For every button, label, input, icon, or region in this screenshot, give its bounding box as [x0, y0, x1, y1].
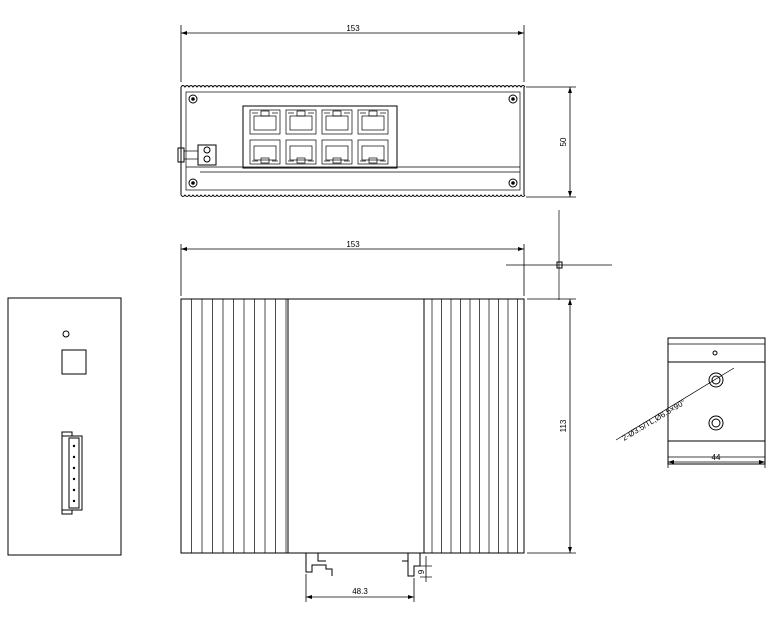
status-led — [62, 330, 70, 338]
rj45-port — [357, 109, 389, 135]
terminal-pin — [72, 466, 76, 470]
rail-width-dimension: 48.3 — [305, 574, 415, 602]
rj45-port — [285, 109, 317, 135]
front-height-label: 113 — [559, 419, 568, 432]
front-view: 153 113 9 — [180, 210, 612, 602]
hole-leader-line — [615, 367, 735, 441]
cooling-fins — [191, 299, 518, 553]
top-view: 153 — [177, 24, 576, 198]
bracket-small-hole — [712, 350, 718, 356]
din-rail-clip: 9 — [305, 553, 432, 582]
terminal-pin — [72, 499, 76, 503]
screw-top-right — [508, 94, 518, 104]
front-view-height-dimension: 113 — [527, 298, 576, 554]
terminal-pin — [72, 477, 76, 481]
front-view-body — [180, 298, 525, 554]
screw-bottom-right — [508, 178, 518, 188]
terminal-pin — [72, 455, 76, 459]
front-view-width-dimension: 153 — [180, 240, 525, 296]
din-bracket-view: 2-Ø3.5/TL,Ø6.5×90° 44 — [615, 337, 766, 468]
top-view-width-dimension: 153 — [180, 24, 525, 82]
terminal-connector — [61, 431, 83, 515]
terminal-pin — [72, 488, 76, 492]
screw-top-left — [188, 94, 198, 104]
top-view-height-dimension: 50 — [526, 86, 576, 198]
top-width-label: 153 — [346, 24, 360, 33]
rj45-port — [321, 139, 353, 165]
side-view — [7, 297, 122, 556]
countersunk-hole-upper — [708, 372, 724, 388]
rj45-port-block — [242, 105, 398, 169]
rj45-port — [357, 139, 389, 165]
screw-bottom-left — [188, 178, 198, 188]
top-view-body — [180, 85, 526, 197]
rj45-port — [285, 139, 317, 165]
hole-note-label: 2-Ø3.5/TL,Ø6.5×90° — [620, 398, 687, 443]
terminal-pin — [72, 444, 76, 448]
rj45-port — [249, 109, 281, 135]
rail-depth-label: 9 — [417, 569, 426, 574]
countersunk-hole-lower — [708, 415, 724, 431]
bracket-width-label: 44 — [712, 453, 721, 462]
bracket-width-dimension: 44 — [667, 453, 766, 468]
top-height-label: 50 — [559, 137, 568, 146]
power-terminal-block — [177, 144, 217, 166]
front-width-label: 153 — [346, 240, 360, 249]
rj45-port — [321, 109, 353, 135]
rail-width-label: 48.3 — [352, 587, 368, 596]
mounting-screws — [188, 94, 518, 188]
rj45-port — [249, 139, 281, 165]
reset-button — [61, 349, 87, 375]
center-mark — [506, 210, 612, 300]
